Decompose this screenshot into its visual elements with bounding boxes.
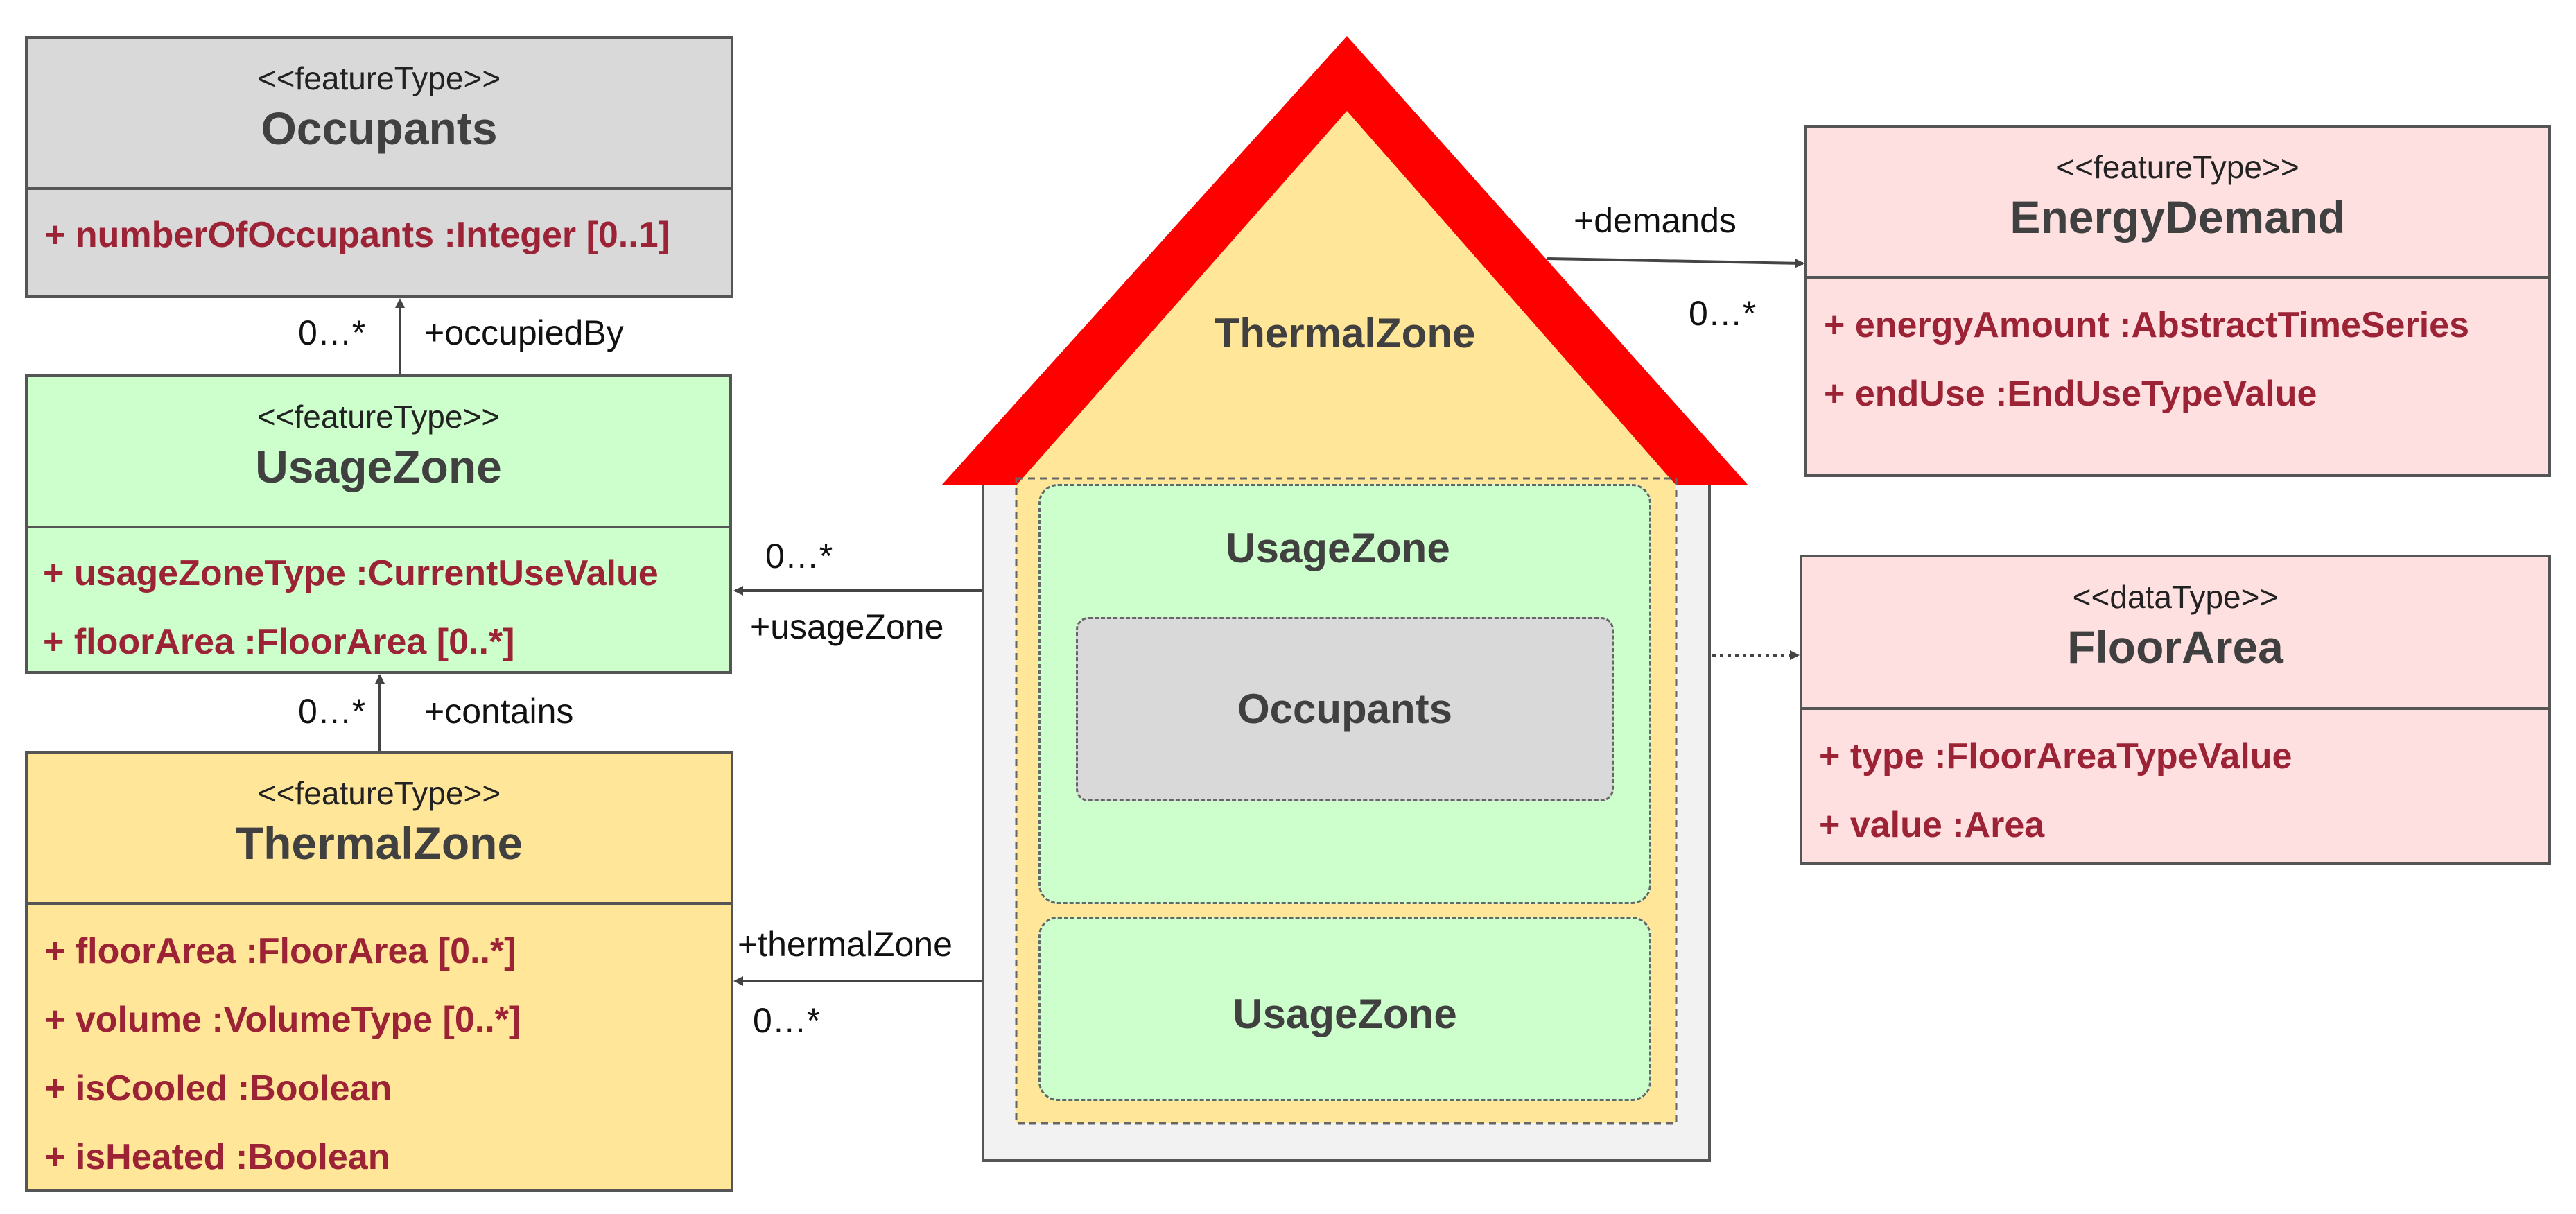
usage-zone-attributes: + usageZoneType :CurrentUseValue + floor… [28,528,729,664]
floor-area-attr-value: + value :Area [1819,805,2045,845]
contains-multiplicity: 0…* [298,692,366,731]
occupants-class-header: <<featureType>> Occupants [28,39,731,190]
demands-association-line [1547,257,1804,268]
thermal-zone-attr-is-heated: + isHeated :Boolean [44,1137,390,1177]
energy-demand-class-header: <<featureType>> EnergyDemand [1807,128,2548,279]
thermal-zone-role: +thermalZone [738,925,952,964]
floor-area-class-name: FloorArea [2067,621,2283,673]
usage-zone-class-header: <<featureType>> UsageZone [28,377,729,528]
demands-multiplicity: 0…* [1689,294,1757,333]
energy-demand-class-name: EnergyDemand [2010,191,2346,243]
floor-area-attributes: + type :FloorAreaTypeValue + value :Area [1802,710,2548,847]
energy-demand-attributes: + energyAmount :AbstractTimeSeries + end… [1807,279,2548,415]
energy-demand-stereotype: <<featureType>> [2056,149,2299,185]
occupants-class: <<featureType>> Occupants + numberOfOccu… [25,36,733,298]
occupied-by-multiplicity: 0…* [298,313,366,352]
usage-zone-attr-floor-area: + floorArea :FloorArea [0..*] [43,622,515,662]
usage-zone-class-name: UsageZone [255,441,502,492]
floor-area-attr-type: + type :FloorAreaTypeValue [1819,736,2292,777]
thermal-zone-class: <<featureType>> ThermalZone + floorArea … [25,751,733,1192]
thermal-zone-attr-volume: + volume :VolumeType [0..*] [44,1000,521,1040]
floor-area-class-header: <<dataType>> FloorArea [1802,557,2548,710]
occupants-attr-number-of-occupants: + numberOfOccupants :Integer [0..1] [44,215,670,255]
usage-zone-attr-usage-zone-type: + usageZoneType :CurrentUseValue [43,553,659,593]
thermal-zone-class-header: <<featureType>> ThermalZone [28,754,731,905]
usage-zone-region-2 [1038,917,1651,1101]
thermal-zone-attr-is-cooled: + isCooled :Boolean [44,1068,392,1109]
thermal-zone-class-name: ThermalZone [235,817,523,869]
thermal-zone-attributes: + floorArea :FloorArea [0..*] + volume :… [28,905,731,1179]
thermal-zone-stereotype: <<featureType>> [257,775,501,811]
contains-role: +contains [424,692,574,731]
house-occupants-label: Occupants [1237,686,1453,732]
energy-demand-attr-energy-amount: + energyAmount :AbstractTimeSeries [1824,305,2469,345]
thermal-zone-multiplicity: 0…* [753,1001,821,1040]
usage-zone-stereotype: <<featureType>> [256,399,501,435]
house-usage-zone-label-2: UsageZone [1233,991,1457,1037]
floor-area-class: <<dataType>> FloorArea + type :FloorArea… [1800,555,2551,865]
occupants-class-name: Occupants [261,103,498,154]
demands-role: +demands [1574,201,1737,240]
usage-zone-multiplicity: 0…* [765,537,833,575]
energy-demand-class: <<featureType>> EnergyDemand + energyAmo… [1804,125,2551,477]
energy-demand-attr-end-use: + endUse :EndUseTypeValue [1824,374,2317,414]
occupied-by-role: +occupiedBy [424,313,624,352]
usage-zone-class: <<featureType>> UsageZone + usageZoneTyp… [25,374,732,674]
occupants-region [1076,617,1614,801]
occupants-stereotype: <<featureType>> [257,60,501,96]
thermal-zone-attr-floor-area: + floorArea :FloorArea [0..*] [44,931,516,971]
house-thermal-zone-label: ThermalZone [1214,310,1476,356]
usage-zone-role: +usageZone [750,607,944,646]
house-usage-zone-label-1: UsageZone [1226,525,1450,571]
occupants-attributes: + numberOfOccupants :Integer [0..1] [28,190,731,257]
floor-area-stereotype: <<dataType>> [2072,579,2279,615]
